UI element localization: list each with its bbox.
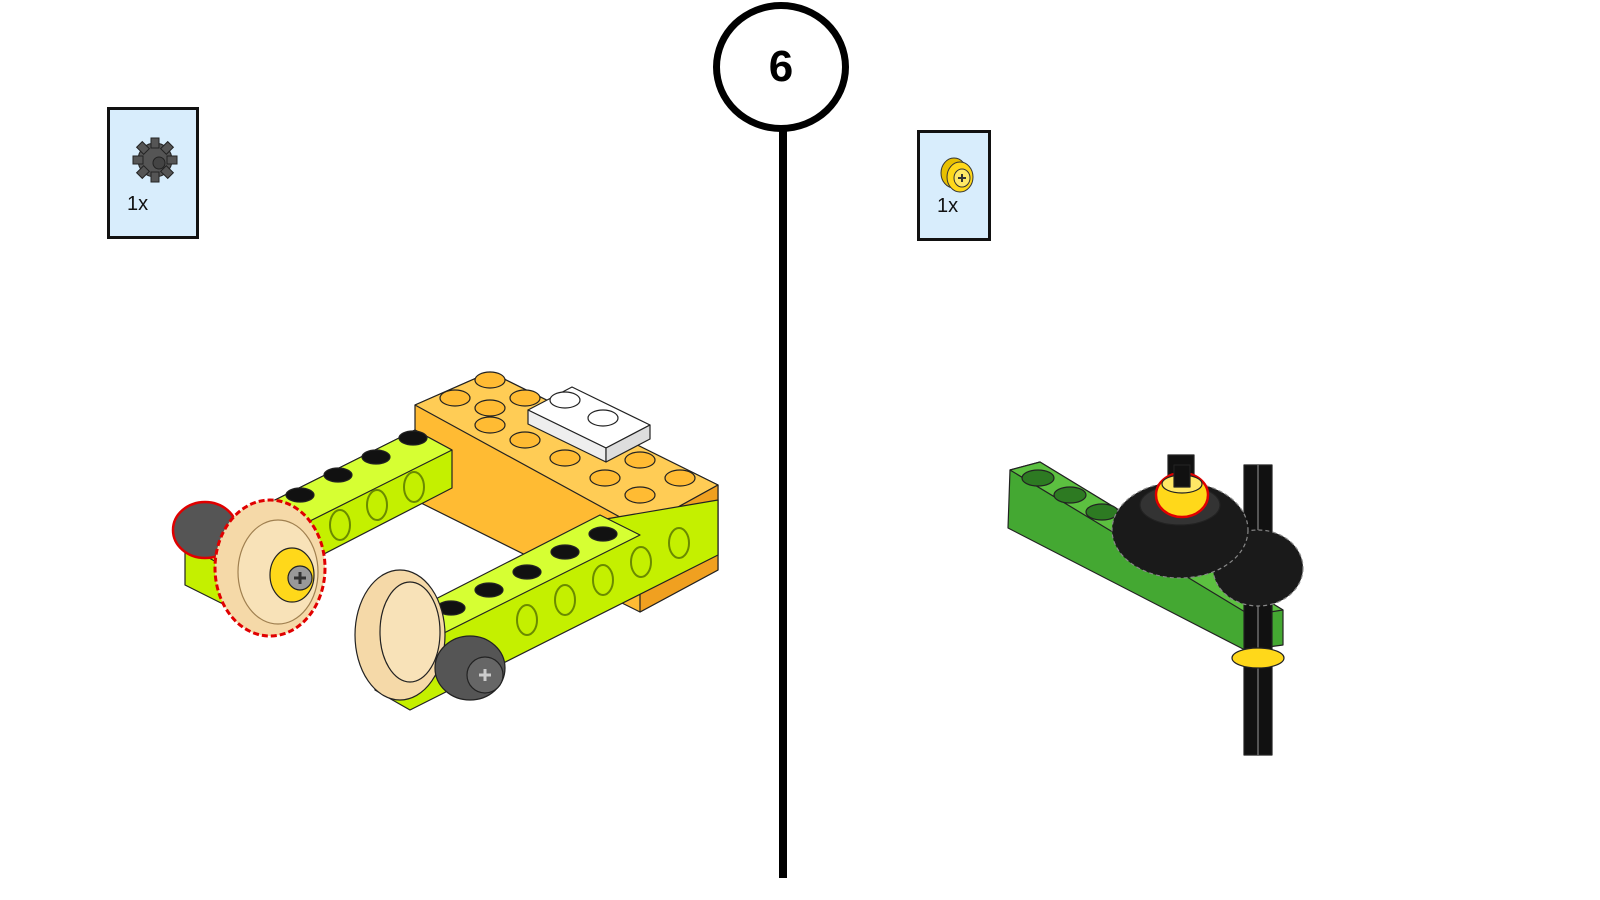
crown-gear-highlighted	[213, 498, 327, 638]
step-number: 6	[768, 42, 794, 91]
yellow-bushing-highlighted	[1154, 464, 1210, 519]
parts-callout-left: 1x	[107, 107, 199, 239]
part-quantity: 1x	[127, 193, 149, 215]
gear-icon	[132, 137, 178, 183]
step-divider-line	[779, 128, 787, 878]
yellow-bushing-lower	[1231, 647, 1285, 669]
small-gear-front	[434, 635, 506, 701]
crown-gear-front	[354, 569, 446, 701]
left-assembly-illustration	[171, 371, 719, 711]
parts-callout-right: 1x	[917, 130, 991, 241]
part-quantity: 1x	[937, 195, 959, 217]
step-number-badge: 6	[713, 2, 849, 132]
bushing-icon	[940, 157, 974, 193]
